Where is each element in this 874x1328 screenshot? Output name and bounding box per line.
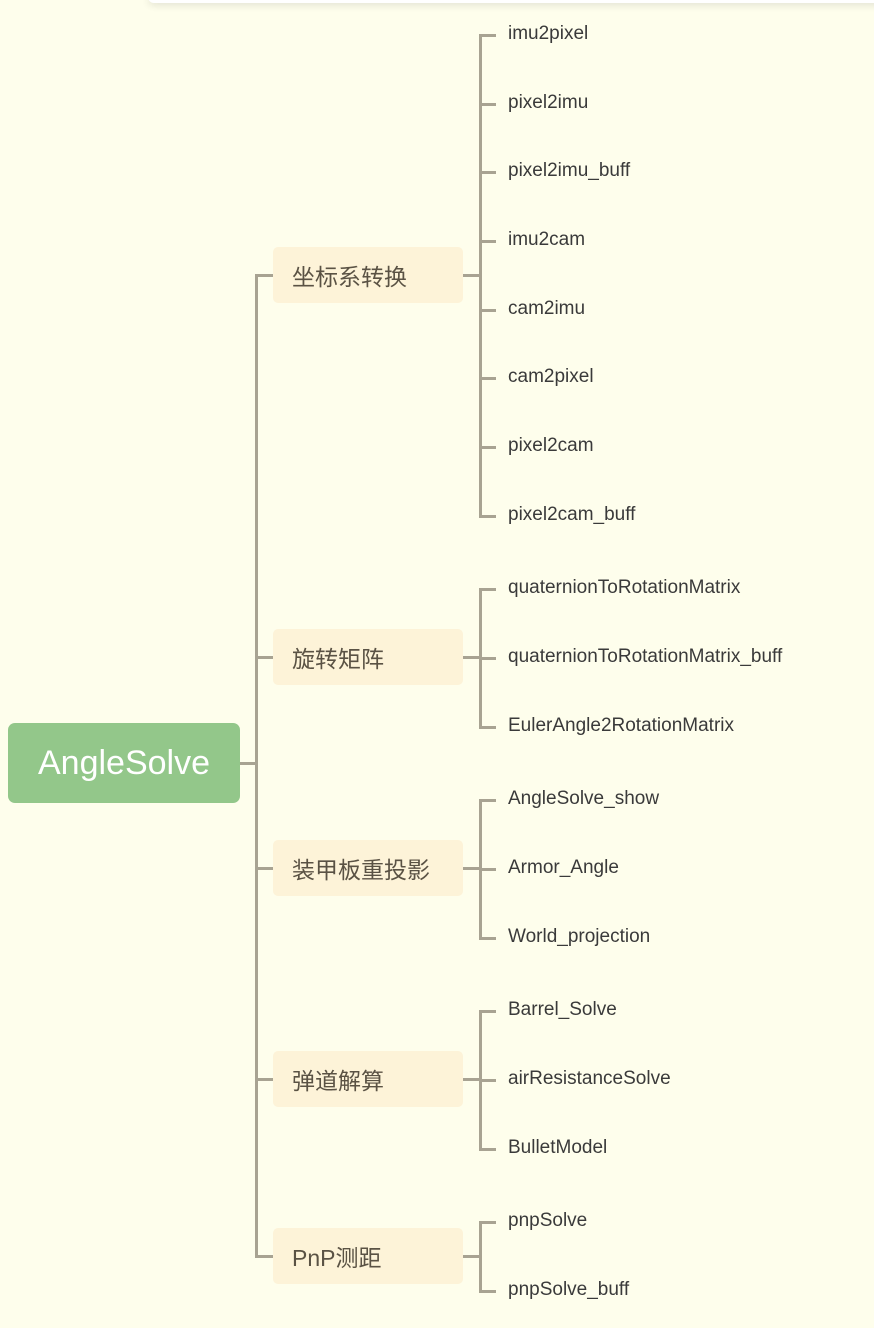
leaf-node[interactable]: AngleSolve_show <box>508 788 660 809</box>
top-panel-edge <box>148 0 874 3</box>
leaf-node[interactable]: Barrel_Solve <box>508 999 617 1020</box>
connector <box>479 1221 496 1224</box>
connector <box>479 588 496 591</box>
branch-label: 旋转矩阵 <box>292 646 384 672</box>
connector <box>479 377 496 380</box>
connector <box>255 867 273 870</box>
leaf-node[interactable]: pixel2imu <box>508 92 589 113</box>
leaf-trunk <box>479 34 482 518</box>
leaf-node[interactable]: airResistanceSolve <box>508 1068 671 1089</box>
connector <box>479 515 496 518</box>
leaf-node[interactable]: pnpSolve <box>508 1210 588 1231</box>
leaf-node[interactable]: BulletModel <box>508 1137 608 1158</box>
connector <box>479 937 496 940</box>
leaf-node[interactable]: imu2cam <box>508 229 586 250</box>
connector <box>479 1290 496 1293</box>
connector <box>479 1010 496 1013</box>
leaf-node[interactable]: World_projection <box>508 926 651 947</box>
connector <box>463 1078 481 1081</box>
connector <box>479 1148 496 1151</box>
connector <box>255 274 273 277</box>
connector <box>479 657 496 660</box>
branch-label: 弹道解算 <box>292 1068 384 1094</box>
leaf-node[interactable]: pnpSolve_buff <box>508 1279 630 1300</box>
connector <box>479 309 496 312</box>
connector <box>463 274 481 277</box>
connector <box>255 656 273 659</box>
leaf-node[interactable]: pixel2cam <box>508 435 594 456</box>
leaf-node[interactable]: imu2pixel <box>508 23 589 44</box>
connector <box>255 1255 273 1258</box>
connector <box>479 726 496 729</box>
connector <box>463 867 481 870</box>
branch-label: 坐标系转换 <box>292 264 407 290</box>
branch-node[interactable]: PnP测距 <box>273 1228 463 1284</box>
connector <box>479 171 496 174</box>
connector <box>479 446 496 449</box>
connector <box>479 34 496 37</box>
leaf-node[interactable]: pixel2cam_buff <box>508 504 636 525</box>
connector <box>240 762 257 765</box>
branch-node[interactable]: 坐标系转换 <box>273 247 463 303</box>
root-node[interactable]: AngleSolve <box>8 723 240 803</box>
leaf-node[interactable]: quaternionToRotationMatrix_buff <box>508 646 783 667</box>
connector <box>479 103 496 106</box>
leaf-trunk <box>479 1221 482 1293</box>
connector <box>463 656 481 659</box>
leaf-node[interactable]: EulerAngle2RotationMatrix <box>508 715 735 736</box>
connector <box>463 1255 481 1258</box>
leaf-node[interactable]: cam2imu <box>508 298 586 319</box>
leaf-node[interactable]: Armor_Angle <box>508 857 619 878</box>
connector <box>479 1079 496 1082</box>
connector <box>479 799 496 802</box>
branch-node[interactable]: 旋转矩阵 <box>273 629 463 685</box>
connector <box>479 868 496 871</box>
branch-node[interactable]: 装甲板重投影 <box>273 840 463 896</box>
connector <box>255 1078 273 1081</box>
leaf-node[interactable]: pixel2imu_buff <box>508 160 631 181</box>
branch-label: PnP测距 <box>292 1245 382 1271</box>
connector <box>479 240 496 243</box>
branch-label: 装甲板重投影 <box>292 857 430 883</box>
root-label: AngleSolve <box>37 743 210 782</box>
main-trunk <box>255 274 258 1258</box>
leaf-node[interactable]: cam2pixel <box>508 366 594 387</box>
leaf-node[interactable]: quaternionToRotationMatrix <box>508 577 741 598</box>
branch-node[interactable]: 弹道解算 <box>273 1051 463 1107</box>
